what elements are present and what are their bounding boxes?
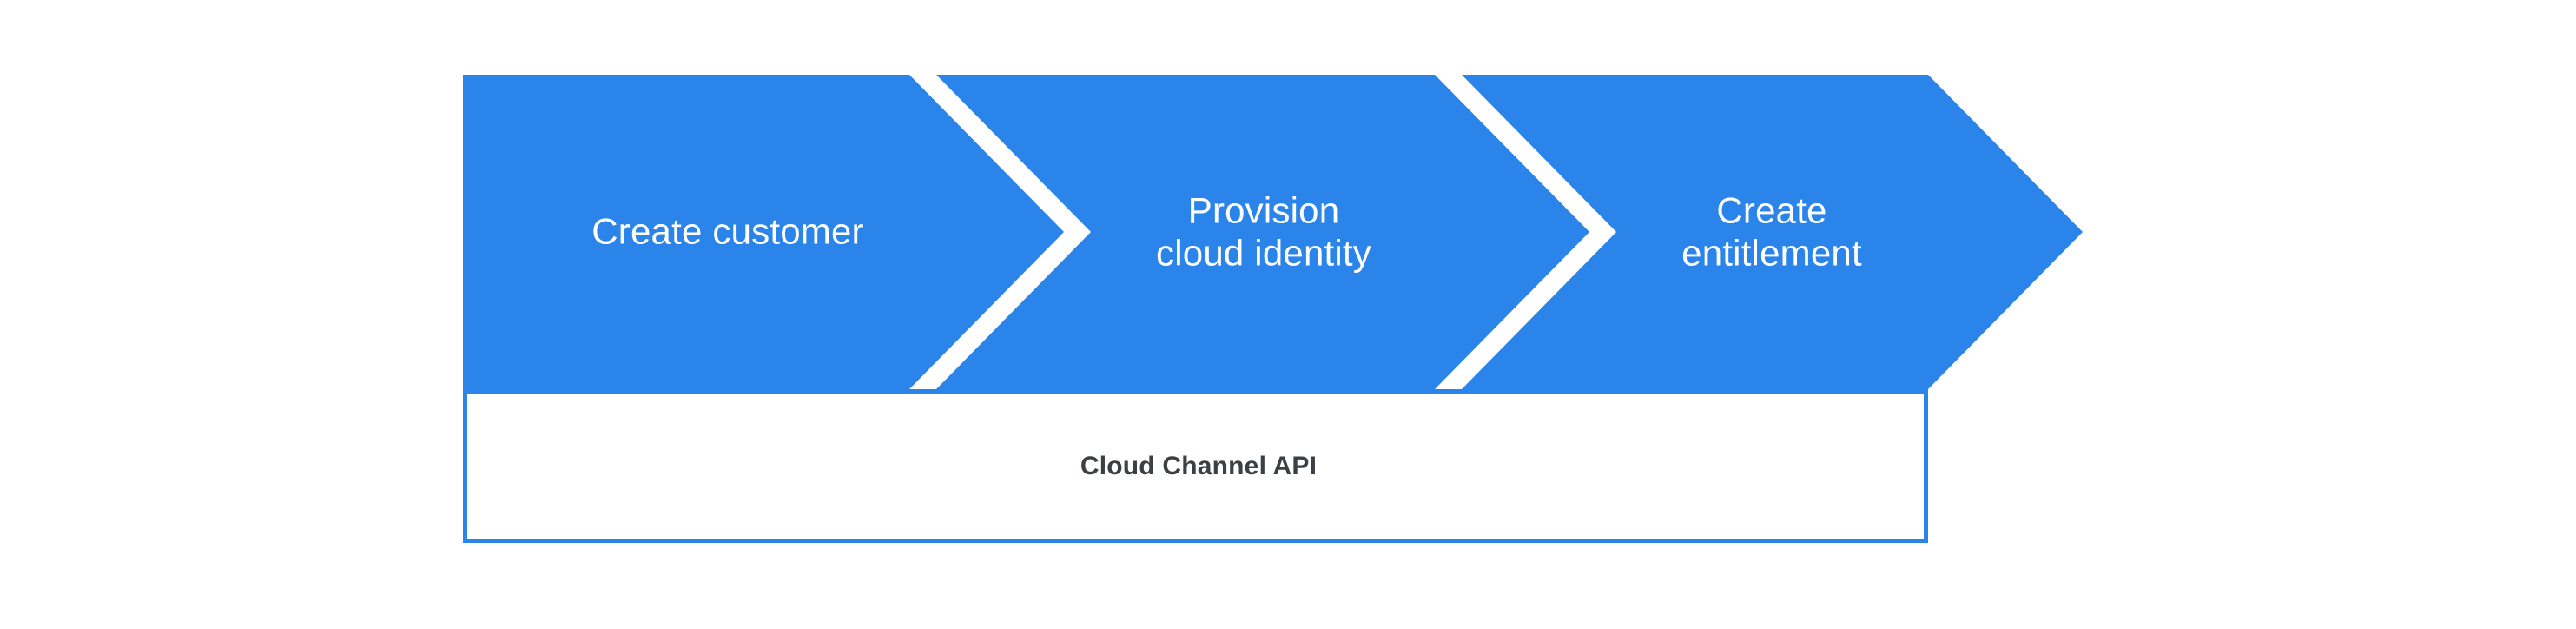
cloud-channel-api-box — [463, 389, 1928, 543]
stage-banner-arrow — [463, 75, 2083, 389]
